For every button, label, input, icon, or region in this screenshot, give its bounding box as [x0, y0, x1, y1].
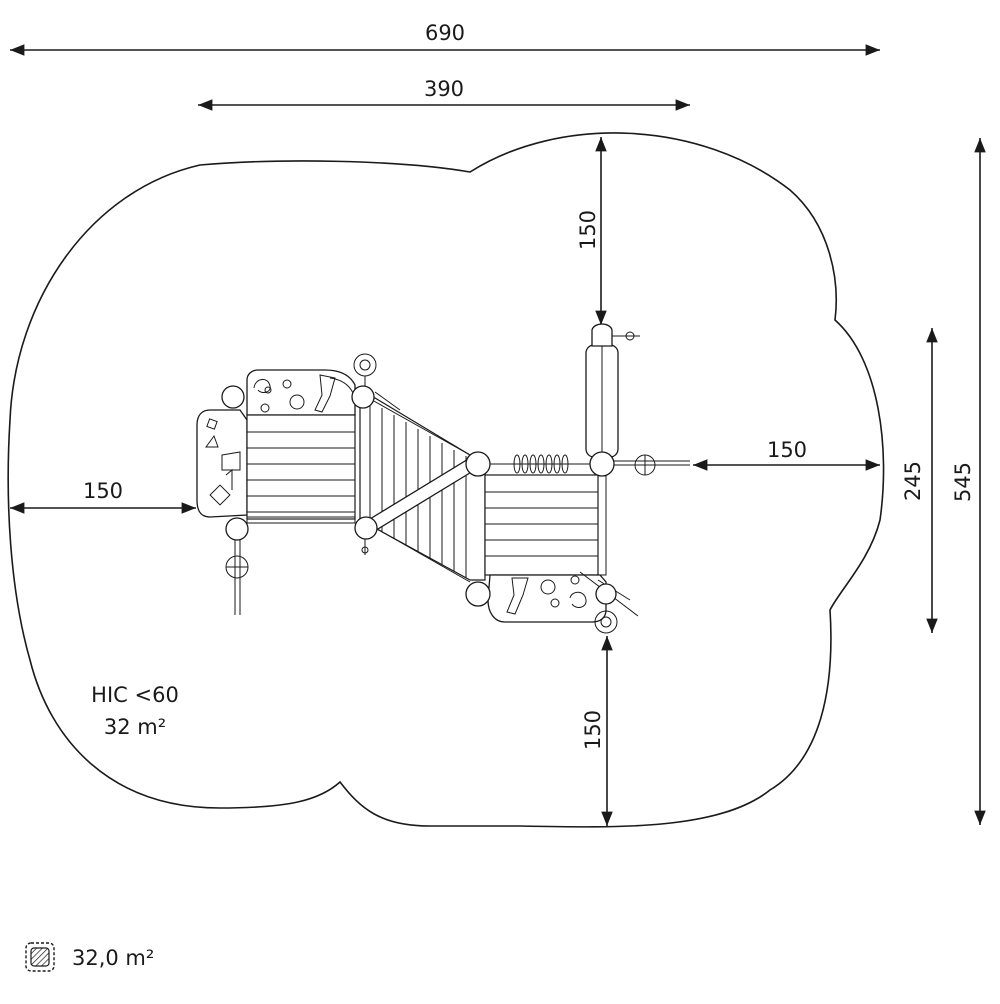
bottom-right-activity-panel: [487, 574, 607, 623]
hic-label: HIC <60: [91, 683, 179, 707]
post: [465, 451, 491, 477]
hatched-area-icon: [25, 942, 55, 972]
zone-area-label: 32 m²: [104, 715, 166, 739]
dim-label-overall-depth: 545: [951, 462, 975, 502]
dimension-overall-depth: 545: [951, 138, 986, 825]
dimension-structure-width: 390: [198, 77, 690, 111]
left-handle: [225, 540, 249, 615]
left-deck: [246, 414, 356, 520]
playground-structure: [196, 323, 690, 634]
dim-label-left-clearance: 150: [83, 479, 123, 503]
post: [354, 516, 378, 540]
dimension-right-clearance: 150: [693, 438, 880, 471]
coil-rope-element: [490, 454, 600, 474]
dimension-bottom-clearance: 150: [581, 636, 613, 826]
right-handle: [614, 454, 690, 476]
legend-area-label: 32,0 m²: [72, 946, 154, 970]
dim-label-right-clearance: 150: [767, 438, 807, 462]
dim-label-structure-width: 390: [424, 77, 464, 101]
dim-label-overall-width: 690: [425, 21, 465, 45]
legend: 32,0 m²: [25, 942, 154, 972]
safety-zone-outline: [7, 132, 885, 828]
dim-label-structure-depth: 245: [901, 461, 925, 501]
dim-label-bottom-clearance: 150: [581, 710, 605, 750]
post: [225, 517, 249, 541]
post: [351, 385, 375, 409]
dimension-overall-width: 690: [9, 21, 880, 56]
dim-label-top-clearance: 150: [576, 210, 600, 250]
post: [465, 581, 491, 607]
dimension-left-clearance: 150: [9, 479, 196, 514]
right-deck: [484, 474, 599, 576]
post: [221, 385, 245, 409]
post: [589, 451, 615, 477]
post: [595, 583, 617, 605]
dimension-top-clearance: 150: [576, 137, 607, 325]
dimension-structure-depth: 245: [901, 328, 938, 633]
